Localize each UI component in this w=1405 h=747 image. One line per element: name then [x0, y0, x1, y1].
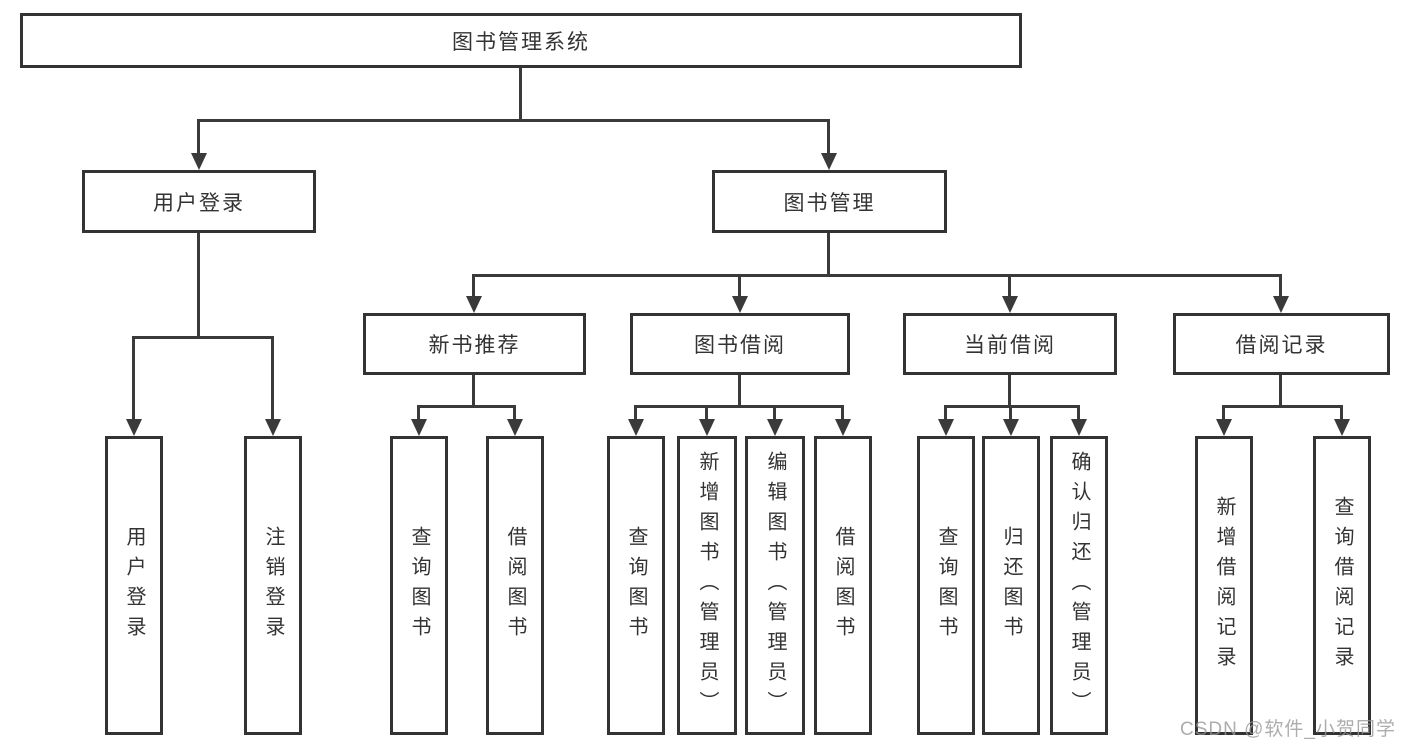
- arrowhead-book-mgmt: [821, 153, 837, 170]
- arrowhead-bb-leaf2: [699, 419, 715, 436]
- connector-bb-leaf4-drop: [841, 405, 844, 419]
- node-user-login: 用户登录: [82, 170, 316, 233]
- leaf-bb-query-label: 查询图书: [625, 525, 647, 646]
- leaf-user-login: 用户登录: [105, 436, 163, 735]
- connector-cb-leaf1-drop: [944, 405, 947, 419]
- leaf-logout: 注销登录: [244, 436, 302, 735]
- connector-rec-leaf1-drop: [1222, 405, 1225, 419]
- arrowhead-bb-leaf4: [835, 419, 851, 436]
- connector-newbook-leaf1-drop: [417, 405, 420, 419]
- leaf-logout-label: 注销登录: [262, 525, 284, 646]
- node-book-borrow: 图书借阅: [630, 313, 850, 375]
- arrowhead-cb-leaf3: [1071, 419, 1087, 436]
- leaf-bb-add: 新增图书（管理员）: [677, 436, 737, 735]
- arrowhead-cb-leaf1: [938, 419, 954, 436]
- leaf-user-login-label: 用户登录: [123, 525, 145, 646]
- arrowhead-newbook-leaf2: [507, 419, 523, 436]
- connector-newbook-drop: [472, 274, 475, 296]
- connector-bookborrow-stem: [738, 375, 741, 408]
- node-new-book-rec: 新书推荐: [363, 313, 586, 375]
- connector-bb-leaf2-drop: [705, 405, 708, 419]
- connector-root-stem: [519, 68, 522, 119]
- node-current-borrow: 当前借阅: [903, 313, 1117, 375]
- connector-user-leaf2-drop: [271, 336, 274, 419]
- leaf-rec-query-label: 查询借阅记录: [1331, 495, 1353, 676]
- connector-record-stem: [1279, 375, 1282, 408]
- leaf-cb-query: 查询图书: [917, 436, 975, 735]
- arrowhead-current: [1002, 296, 1018, 313]
- arrowhead-bb-leaf1: [628, 419, 644, 436]
- node-borrow-record: 借阅记录: [1173, 313, 1390, 375]
- connector-newbook-split: [417, 405, 516, 408]
- leaf-cb-return: 归还图书: [982, 436, 1040, 735]
- connector-book-mgmt-drop: [827, 119, 830, 153]
- leaf-cb-confirm: 确认归还（管理员）: [1050, 436, 1108, 735]
- leaf-newbook-borrow: 借阅图书: [486, 436, 544, 735]
- arrowhead-bookborrow: [732, 296, 748, 313]
- connector-user-stem: [197, 233, 200, 336]
- connector-record-drop: [1279, 274, 1282, 296]
- connector-bookborrow-split: [634, 405, 844, 408]
- connector-level2-split: [197, 119, 830, 122]
- connector-cb-leaf3-drop: [1077, 405, 1080, 419]
- arrowhead-user-login: [191, 153, 207, 170]
- leaf-rec-add-label: 新增借阅记录: [1213, 495, 1235, 676]
- arrowhead-record: [1273, 296, 1289, 313]
- leaf-bb-edit-label: 编辑图书（管理员）: [764, 450, 786, 721]
- leaf-newbook-query-label: 查询图书: [408, 525, 430, 646]
- connector-bookborrow-drop: [738, 274, 741, 296]
- connector-cb-leaf2-drop: [1009, 405, 1012, 419]
- connector-rec-leaf2-drop: [1340, 405, 1343, 419]
- leaf-bb-query: 查询图书: [607, 436, 665, 735]
- connector-user-split: [132, 336, 274, 339]
- arrowhead-user-leaf2: [265, 419, 281, 436]
- leaf-cb-return-label: 归还图书: [1000, 525, 1022, 646]
- leaf-rec-query: 查询借阅记录: [1313, 436, 1371, 735]
- node-book-mgmt: 图书管理: [712, 170, 947, 233]
- csdn-watermark: CSDN @软件_小贺同学: [1180, 719, 1396, 740]
- arrowhead-bb-leaf3: [767, 419, 783, 436]
- arrowhead-newbook: [466, 296, 482, 313]
- leaf-bb-borrow: 借阅图书: [814, 436, 872, 735]
- arrowhead-rec-leaf2: [1334, 419, 1350, 436]
- connector-newbook-stem: [472, 375, 475, 408]
- leaf-newbook-borrow-label: 借阅图书: [504, 525, 526, 646]
- connector-bb-leaf1-drop: [634, 405, 637, 419]
- connector-bb-leaf3-drop: [773, 405, 776, 419]
- connector-mgmt-stem: [827, 233, 830, 274]
- connector-current-split: [944, 405, 1080, 408]
- arrowhead-cb-leaf2: [1003, 419, 1019, 436]
- connector-current-drop: [1008, 274, 1011, 296]
- node-root: 图书管理系统: [20, 13, 1022, 68]
- leaf-bb-add-label: 新增图书（管理员）: [696, 450, 718, 721]
- connector-user-leaf1-drop: [132, 336, 135, 419]
- leaf-cb-confirm-label: 确认归还（管理员）: [1068, 450, 1090, 721]
- arrowhead-newbook-leaf1: [411, 419, 427, 436]
- connector-level3-split: [472, 274, 1282, 277]
- connector-record-split: [1222, 405, 1343, 408]
- leaf-newbook-query: 查询图书: [390, 436, 448, 735]
- leaf-rec-add: 新增借阅记录: [1195, 436, 1253, 735]
- leaf-bb-edit: 编辑图书（管理员）: [745, 436, 805, 735]
- arrowhead-rec-leaf1: [1216, 419, 1232, 436]
- connector-user-login-drop: [197, 119, 200, 153]
- arrowhead-user-leaf1: [126, 419, 142, 436]
- leaf-bb-borrow-label: 借阅图书: [832, 525, 854, 646]
- connector-newbook-leaf2-drop: [513, 405, 516, 419]
- leaf-cb-query-label: 查询图书: [935, 525, 957, 646]
- connector-current-stem: [1008, 375, 1011, 408]
